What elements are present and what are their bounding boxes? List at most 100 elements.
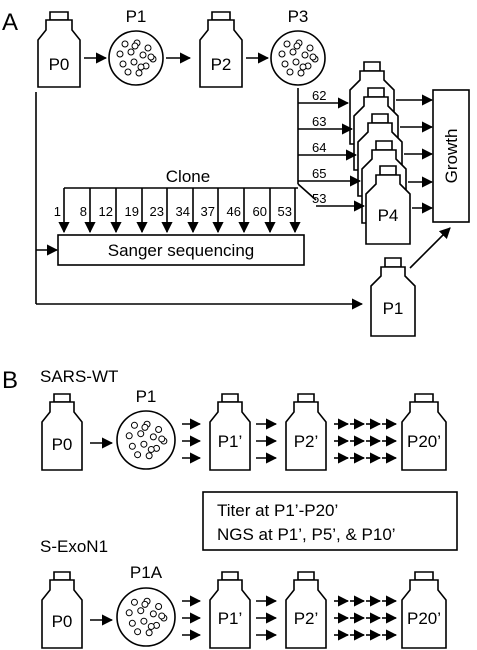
colony <box>147 53 155 61</box>
colony <box>125 609 133 617</box>
colony <box>140 617 148 625</box>
colony <box>135 69 143 77</box>
wt-p20prime-flask: P20’ <box>401 393 447 471</box>
exon-plate-label: P1A <box>130 563 163 582</box>
exon-p0-flask: P0 <box>41 571 83 649</box>
colony <box>128 442 136 450</box>
colony <box>130 598 138 606</box>
exon-triple-arrows-1 <box>182 595 202 641</box>
wt-triple-arrows-1 <box>182 418 202 464</box>
sanger-label: Sanger sequencing <box>108 241 255 260</box>
wt-plate-label: P1 <box>136 387 157 406</box>
clone-number: 46 <box>227 204 241 219</box>
p1-lower-label: P1 <box>383 299 404 318</box>
clone-label: Clone <box>166 167 210 186</box>
colony <box>137 607 145 615</box>
growth-label: Growth <box>442 129 461 184</box>
colony <box>131 42 139 50</box>
colony <box>155 426 163 433</box>
p3-plate: P3 <box>270 7 326 86</box>
p1-plate: P1 <box>108 7 164 86</box>
p0-label: P0 <box>49 55 70 74</box>
arrow-p1-growth <box>409 227 451 269</box>
p4-flask-stack: P4 <box>349 61 411 245</box>
colony <box>289 48 297 56</box>
s-exon1-title: S-ExoN1 <box>40 537 108 556</box>
colony <box>301 51 309 59</box>
colony <box>281 60 289 68</box>
flask-p4: P4 <box>365 165 411 245</box>
colony <box>144 44 152 52</box>
wt-p1prime-label: P1’ <box>218 432 243 451</box>
panel-b-letter: B <box>2 367 18 394</box>
p1-plate-label: P1 <box>126 7 147 26</box>
colony <box>297 69 305 77</box>
colony <box>149 610 157 618</box>
colony <box>139 51 147 59</box>
exon-plate: P1A <box>116 563 176 647</box>
colony <box>116 50 124 58</box>
colony <box>293 42 301 50</box>
wt-p0-label: P0 <box>52 435 73 454</box>
passage-64: 64 <box>312 140 326 155</box>
wt-p2prime-label: P2’ <box>294 432 319 451</box>
clone-number: 8 <box>80 204 87 219</box>
exon-many-arrows <box>334 595 398 641</box>
clone-number: 60 <box>253 204 267 219</box>
passage-62: 62 <box>312 88 326 103</box>
exon-p2prime-flask: P2’ <box>285 571 327 649</box>
p1-lower-flask: P1 <box>370 257 416 337</box>
colony <box>158 435 166 443</box>
sanger-box: Sanger sequencing <box>57 234 305 266</box>
colony <box>292 58 300 66</box>
passage-65: 65 <box>312 166 326 181</box>
colony <box>134 451 142 459</box>
exon-p1prime-flask: P1’ <box>209 571 251 649</box>
colony <box>137 430 145 438</box>
p3-plate-label: P3 <box>288 7 309 26</box>
colony <box>141 423 149 431</box>
wt-many-arrows <box>334 418 398 464</box>
colony <box>283 40 291 48</box>
colony <box>309 53 317 61</box>
panel-a-letter: A <box>2 9 18 36</box>
clone-number: 23 <box>150 204 164 219</box>
wt-plate: P1 <box>116 387 176 470</box>
passage-63: 63 <box>312 114 326 129</box>
colony <box>145 629 153 637</box>
p2-label: P2 <box>211 55 232 74</box>
wt-p20prime-label: P20’ <box>407 432 441 451</box>
clone-number: 34 <box>176 204 190 219</box>
colony <box>141 600 149 608</box>
wt-triple-arrows-2 <box>256 418 278 464</box>
exon-p20prime-flask: P20’ <box>401 571 447 649</box>
colony <box>130 421 138 429</box>
p0-flask: P0 <box>37 11 81 88</box>
colony <box>306 44 314 52</box>
exon-p1prime-label: P1’ <box>218 609 243 628</box>
colony <box>286 68 294 76</box>
wt-p0-flask: P0 <box>41 393 83 471</box>
p2-flask: P2 <box>199 11 243 88</box>
colony <box>137 63 145 71</box>
clone-number: 12 <box>99 204 113 219</box>
clone-number: 1 <box>54 204 61 219</box>
clone-number: 53 <box>278 204 292 219</box>
colony <box>124 68 132 76</box>
exon-triple-arrows-2 <box>256 595 278 641</box>
p3-diag <box>297 183 317 201</box>
info-line-2: NGS at P1’, P5’, & P10’ <box>217 525 396 544</box>
clone-number: 37 <box>201 204 215 219</box>
colony <box>134 628 142 636</box>
colony <box>149 433 157 441</box>
colony <box>121 40 129 48</box>
wt-p2prime-flask: P2’ <box>285 393 327 471</box>
info-box: Titer at P1’-P20’ NGS at P1’, P5’, & P10… <box>202 491 458 551</box>
p4-label: P4 <box>378 206 399 225</box>
colony <box>140 440 148 448</box>
colony <box>158 612 166 620</box>
exon-p0-label: P0 <box>52 612 73 631</box>
colony <box>130 58 138 66</box>
colony <box>127 48 135 56</box>
exon-p2prime-label: P2’ <box>294 609 319 628</box>
